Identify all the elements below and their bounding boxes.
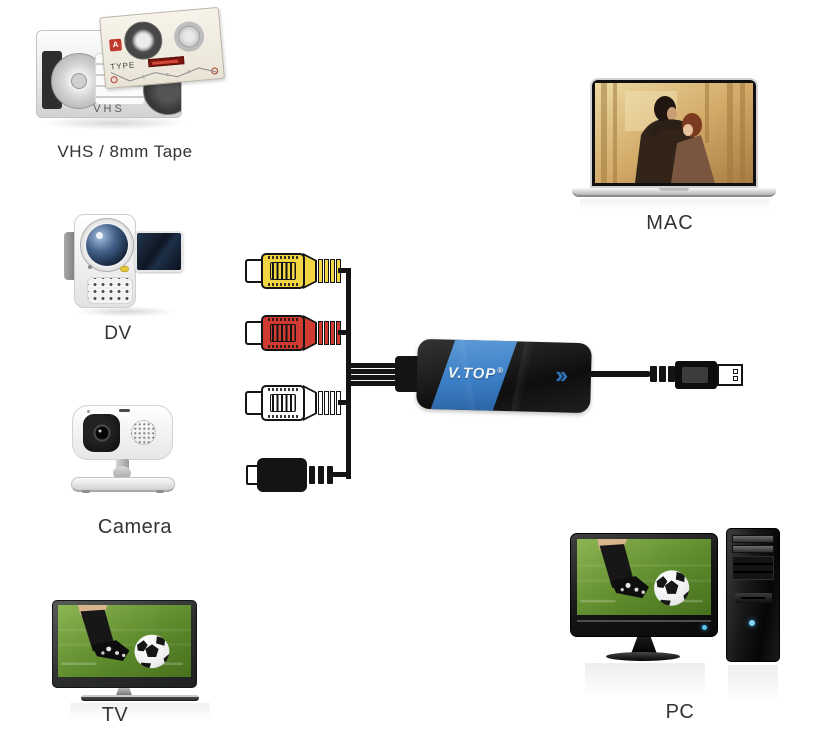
usb-plug-grip — [682, 367, 708, 383]
rca-taper — [303, 315, 317, 351]
rca-grip-lines — [270, 262, 296, 280]
usb-cable — [589, 371, 651, 377]
vhs-shadow — [42, 116, 187, 130]
s-video-cable — [333, 472, 350, 477]
camera-vent-slot — [119, 409, 130, 412]
usb-contact-hole — [733, 376, 738, 381]
dv-speaker-grille — [87, 277, 133, 304]
label-tv: TV — [101, 704, 129, 726]
tape-8mm-left-reel — [122, 20, 164, 62]
rca-grip-lines — [270, 394, 296, 412]
camera-body — [72, 405, 173, 460]
pc-tower-drive-bay — [732, 545, 774, 553]
dv-record-button — [120, 266, 129, 272]
s-video-plug-body — [257, 458, 307, 492]
pc-monitor-stand-neck — [631, 637, 657, 654]
pc-tower-drive-bay — [732, 535, 774, 543]
rca-grip-lines — [270, 324, 296, 342]
dv-indicator-dot — [88, 265, 92, 269]
dv-shadow — [76, 306, 176, 317]
rca-taper — [303, 253, 317, 289]
camera-lens-panel — [83, 414, 120, 452]
dv-lens-ring — [80, 218, 134, 272]
tape-8mm-cassette: A TYPE — [99, 6, 225, 90]
mac-reflection — [580, 199, 770, 209]
camera-stand-joint — [113, 466, 131, 480]
vhs-cassette-text: VHS — [93, 103, 125, 115]
camera-lens-glint — [98, 429, 101, 433]
yellow-cable — [338, 268, 350, 273]
pc-tower-power-led — [749, 620, 755, 626]
audio-plug-red — [245, 315, 341, 351]
mac-movie-scene — [595, 83, 753, 183]
cable-junction-line — [346, 268, 351, 479]
brand-text: V.TOP — [447, 364, 497, 383]
tv-stand-neck — [116, 688, 132, 696]
label-mac: MAC — [646, 212, 694, 234]
tape-8mm-side-letter: A — [109, 38, 123, 52]
pc-monitor-screen — [577, 539, 711, 615]
tv-screen — [58, 605, 191, 677]
dv-flip-screen — [135, 231, 183, 272]
usb-capture-device: V.TOP® ›› — [416, 338, 592, 414]
chevrons-icon: ›› — [554, 360, 565, 389]
pc-monitor-bezel-line — [577, 620, 711, 622]
rca-plug-body — [261, 253, 305, 289]
s-video-strain-ribs — [309, 466, 333, 484]
pc-tower-vent-panel — [732, 556, 774, 580]
label-vhs: VHS / 8mm Tape — [57, 142, 193, 161]
tv-reflection — [70, 703, 210, 719]
white-cable — [338, 400, 350, 405]
ribbon-cable — [351, 363, 397, 386]
camera-lens — [93, 424, 110, 442]
mac-base-notch — [659, 188, 689, 191]
rca-plug-tip — [245, 391, 263, 415]
rca-plug-tip — [245, 321, 263, 345]
device-brand: V.TOP® — [433, 364, 519, 383]
pc-tower — [726, 528, 780, 662]
tv-stand-base — [81, 695, 199, 701]
usb-strain-ribs — [650, 366, 675, 382]
audio-plug-white — [245, 385, 341, 421]
pc-soccer-scene — [577, 539, 711, 615]
tape-8mm-tape-path — [110, 67, 218, 82]
label-pc: PC — [665, 701, 695, 723]
mac-laptop-base — [572, 188, 776, 197]
label-dv: DV — [104, 323, 132, 344]
red-cable — [338, 330, 350, 335]
label-camera: Camera — [97, 516, 173, 538]
tv-soccer-scene — [58, 605, 191, 677]
rca-plug-tip — [245, 259, 263, 283]
dv-lens — [86, 224, 128, 266]
composite-video-plug-yellow — [245, 253, 341, 289]
camera-foot — [156, 490, 164, 493]
vhs-reel-hub — [71, 73, 87, 89]
camera-speaker — [131, 420, 156, 445]
dv-lens-glint — [96, 232, 103, 239]
rca-plug-body — [261, 385, 305, 421]
pc-tower-reflection — [728, 665, 778, 703]
pc-tower-optical-drive — [735, 593, 772, 603]
pc-monitor-power-led — [702, 625, 707, 630]
usb-plug-metal-tip — [717, 364, 743, 386]
rca-taper — [303, 385, 317, 421]
camera-mic-dot — [87, 410, 90, 413]
usb-contact-hole — [733, 369, 738, 374]
camera-foot — [82, 490, 90, 493]
camera-stand-base — [71, 477, 175, 493]
registered-mark: ® — [497, 365, 505, 376]
tape-8mm-right-reel — [172, 20, 206, 53]
pc-monitor-reflection — [585, 663, 705, 697]
rca-strain-ribs — [318, 259, 341, 283]
mac-laptop-screen — [590, 78, 758, 188]
usb-plug-body — [675, 361, 717, 389]
s-video-plug-black — [246, 458, 333, 492]
rca-plug-body — [261, 315, 305, 351]
pc-monitor-stand-base — [606, 652, 680, 661]
